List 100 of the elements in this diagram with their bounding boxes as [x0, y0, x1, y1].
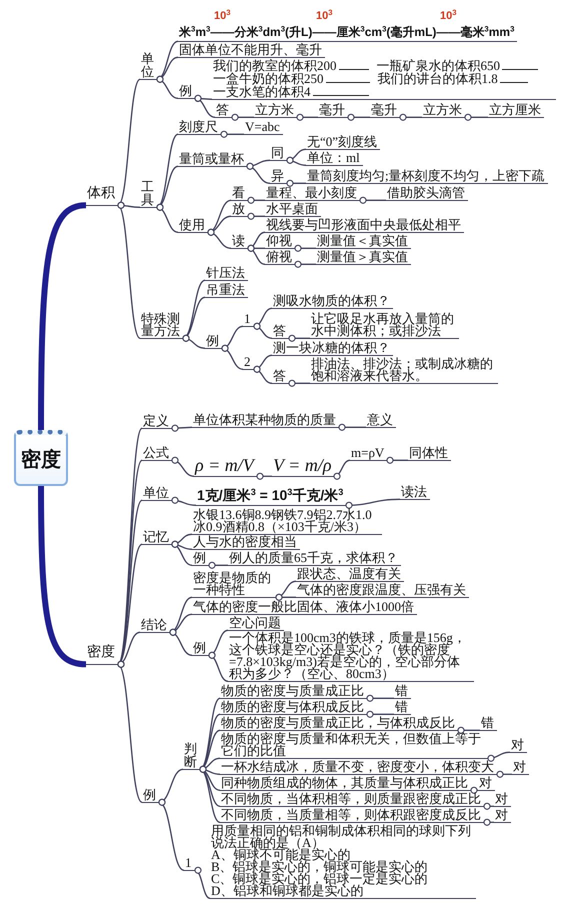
topic-label: 让它吸足水再放入量筒的水中测体积；或排沙法	[310, 313, 459, 339]
question-text: 一瓶矿泉水的体积650	[376, 58, 500, 73]
topic-label: 单位体积某种物质的质量	[192, 413, 339, 428]
option-text: A、铜球不可能是实心的	[211, 849, 350, 861]
branch-line	[399, 114, 422, 121]
topic-label: 读	[231, 234, 248, 249]
topic-label: 固体单位不能用升、毫升	[178, 43, 325, 58]
option-text: D、铝球和铜球都是实心的	[211, 885, 364, 897]
branch-line	[199, 767, 220, 823]
branch-line	[359, 196, 386, 204]
topic-label: 跟状态、温度有关	[296, 567, 404, 582]
branch-line	[338, 424, 366, 431]
topic-label: 单位	[142, 486, 172, 501]
topic-label: 无“0”刻度线	[306, 135, 380, 150]
topic-label: 物质的密度与质量和体积无关，但数值上等于它们的比值	[220, 733, 488, 759]
topic-label: 水银13.6铜8.9钢铁7.9铝2.7水1.0冰0.9酒精0.8（×103千克/米3）	[192, 509, 382, 535]
topic-label: 立方米	[254, 103, 297, 118]
topic-label: 2	[243, 355, 254, 370]
branch-line	[483, 802, 494, 810]
topic-label: 一杯水结成冰，质量不变，密度变小，体积变大	[220, 760, 497, 775]
branch-line	[345, 498, 400, 509]
topic-label: 毫升	[370, 103, 400, 118]
topic-label: 单位	[140, 52, 157, 80]
topic-label: 刻度尺	[178, 120, 221, 135]
topic-label: 放	[231, 202, 248, 217]
branch-line	[457, 726, 480, 734]
branch-line	[256, 472, 272, 480]
conversion-factor-label: 10$^{3}$	[316, 10, 333, 22]
topic-label: 例	[192, 641, 209, 656]
topic-label: 看	[231, 186, 248, 201]
topic-label: m=ρV	[350, 446, 388, 461]
branch-line	[253, 366, 272, 384]
topic-label: 对	[510, 738, 527, 753]
branch-line	[220, 130, 244, 138]
topic-label: 读法	[400, 485, 430, 500]
branch-line	[208, 562, 228, 569]
topic-label: 立方厘米	[488, 103, 544, 118]
topic-label: 例	[205, 334, 222, 349]
topic-label: V=abc	[244, 120, 283, 135]
branch-line	[207, 229, 232, 249]
question-text: 一支水笔的体积4	[213, 84, 310, 99]
topic-label: 毫升	[318, 103, 348, 118]
topic-label: 对	[494, 792, 511, 807]
central-topic-box: 密度	[14, 430, 68, 486]
branch-line	[171, 424, 192, 432]
topic-label: 气体的密度一般比固体、液体小1000倍	[192, 600, 417, 615]
branch-line	[286, 180, 306, 187]
question-text: 我们的讲台的体积1.8	[378, 71, 498, 86]
formula-label: 1克/厘米$^{3}$ = 10$^{3}$千克/米$^{3}$	[196, 487, 346, 506]
topic-label: 同体性	[408, 446, 451, 461]
branch-line	[247, 245, 266, 265]
topic-label: 吊重法	[205, 283, 248, 298]
topic-label: 单位：ml	[306, 151, 363, 166]
conversion-factor-label: 10$^{3}$	[214, 10, 231, 22]
topic-label: 答	[272, 324, 289, 339]
topic-label: 例人的质量65千克，求体积？	[228, 551, 401, 566]
topic-label: 判断	[183, 742, 200, 770]
branch-line	[347, 114, 370, 121]
topic-label: 物质的密度与体积成反比	[220, 700, 367, 715]
topic-label: 特殊测量方法	[140, 313, 183, 339]
branch-line	[253, 323, 272, 339]
branch-line	[333, 460, 350, 480]
topic-label: 气体的密度跟温度、压强有关	[296, 583, 469, 598]
topic-label: 空心问题	[228, 616, 284, 631]
topic-label: 量程、最小刻度	[265, 186, 360, 201]
branch-line	[156, 204, 178, 233]
topic-label: 仰视	[265, 234, 295, 249]
branch-line	[496, 770, 512, 778]
topic-label: 针压法	[205, 266, 248, 281]
main-topic-label: 体积	[86, 187, 118, 206]
branch-line	[294, 260, 316, 268]
question-text: 一盒牛奶的体积250	[213, 71, 324, 86]
branch-line	[247, 196, 265, 204]
branch-line	[171, 541, 192, 566]
formula-label: V = m/ρ	[272, 455, 334, 477]
topic-label: 对	[478, 776, 495, 791]
topic-label: 1	[243, 312, 254, 327]
topic-label: 错	[394, 700, 411, 715]
topic-label: 对	[494, 808, 511, 823]
topic-label: 1	[184, 856, 194, 871]
topic-label: 同	[270, 146, 287, 161]
branch-line	[487, 752, 510, 762]
main-branch-line	[38, 486, 86, 668]
topic-label: 结论	[140, 618, 170, 633]
topic-label: 人与水的密度相当	[192, 535, 300, 550]
question-text: 我们的教室的体积200	[213, 58, 336, 73]
topic-label: 立方米	[422, 103, 465, 118]
branch-line	[171, 496, 196, 506]
topic-label: 工具	[140, 180, 157, 208]
branch-line	[169, 629, 192, 656]
topic-label: 量筒或量杯	[178, 152, 247, 167]
branch-line	[116, 662, 142, 803]
exercise-block	[210, 825, 476, 899]
branch-line	[116, 204, 140, 339]
branch-line	[158, 800, 184, 871]
topic-label: 错	[480, 716, 497, 731]
topic-label: 视线要与凹形液面中央最低处相平	[265, 218, 464, 233]
topic-label: 测量值＜真实值	[316, 234, 411, 249]
topic-label: 错	[394, 684, 411, 699]
topic-label: 密度是物质的一种特性	[192, 572, 276, 598]
